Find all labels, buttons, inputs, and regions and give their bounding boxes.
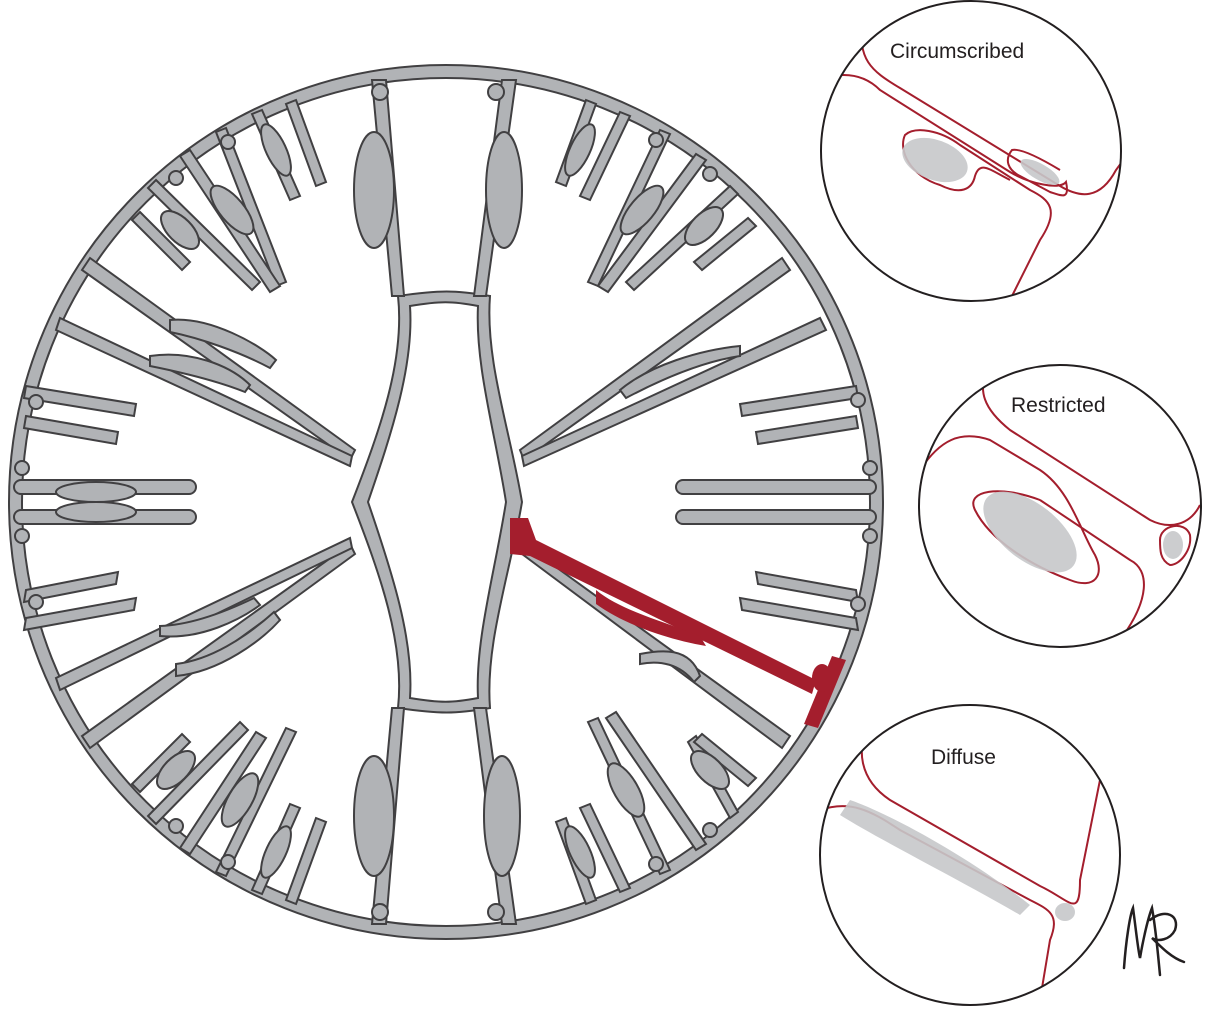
bar-swelling <box>56 502 136 522</box>
bud <box>221 855 235 869</box>
bud <box>372 904 388 920</box>
bud <box>649 857 663 871</box>
bud <box>372 84 388 100</box>
lesion <box>840 800 1030 915</box>
stem-swelling <box>484 756 520 876</box>
bud <box>703 167 717 181</box>
highlighted-node <box>812 664 832 692</box>
bud <box>29 595 43 609</box>
inset-label-circumscribed: Circumscribed <box>890 40 1024 64</box>
bud <box>649 133 663 147</box>
stem-swelling <box>354 132 394 248</box>
lesion <box>1163 531 1183 559</box>
bud <box>863 461 877 475</box>
bud <box>15 529 29 543</box>
lesion <box>896 130 974 191</box>
bar <box>676 480 876 494</box>
bud <box>221 135 235 149</box>
inset-label-diffuse: Diffuse <box>931 746 996 770</box>
bud <box>169 819 183 833</box>
inset-label-restricted: Restricted <box>1011 394 1106 418</box>
bud <box>851 597 865 611</box>
bud <box>15 461 29 475</box>
signature <box>1124 908 1184 975</box>
bud <box>703 823 717 837</box>
bud <box>488 904 504 920</box>
lesion <box>1055 903 1075 921</box>
main-structure <box>9 65 883 939</box>
stem-swelling <box>486 132 522 248</box>
bud <box>29 395 43 409</box>
bud <box>488 84 504 100</box>
bar-swelling <box>56 482 136 502</box>
bud <box>169 171 183 185</box>
stem-swelling <box>354 756 394 876</box>
bar <box>676 510 876 524</box>
bud <box>851 393 865 407</box>
bud <box>863 529 877 543</box>
